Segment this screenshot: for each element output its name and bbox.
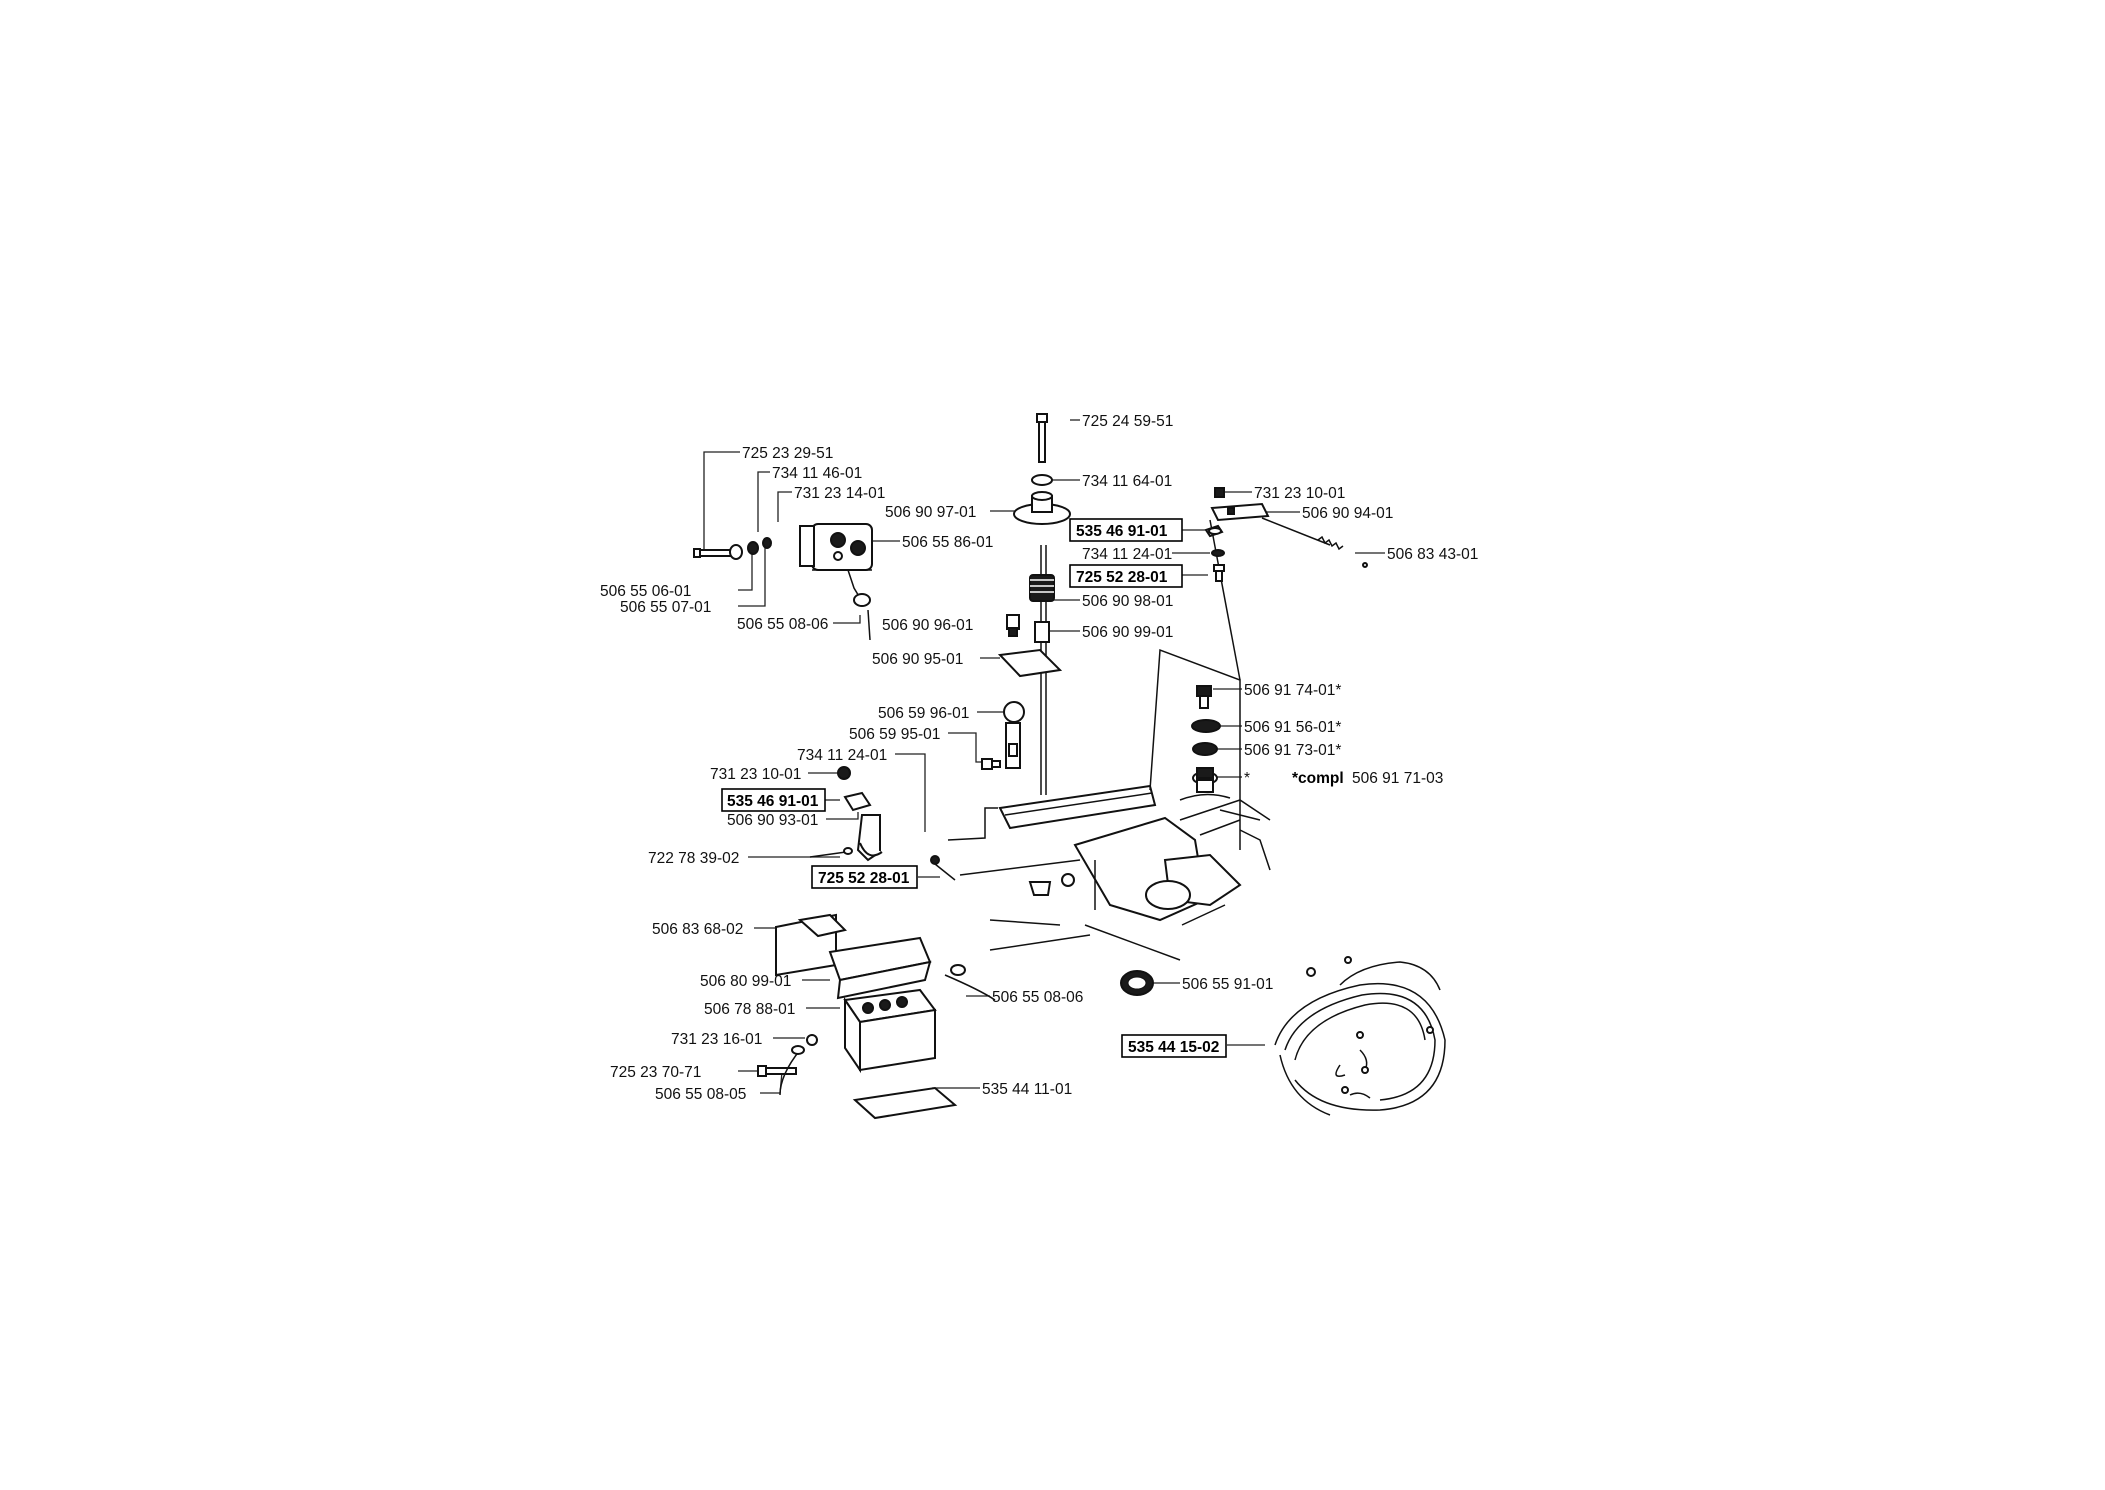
label-506-59-95-01: 506 59 95-01 — [849, 726, 940, 743]
label-506-90-93-01: 506 90 93-01 — [727, 812, 818, 829]
label-506-55-91-01: 506 55 91-01 — [1182, 976, 1273, 993]
battery-holder-icon — [775, 913, 847, 977]
ignition-switch-icon — [1192, 767, 1218, 793]
label-506-55-08-06-bottom: 506 55 08-06 — [992, 989, 1083, 1006]
lever-icon — [1005, 722, 1021, 769]
label-725-52-28-01-left: 725 52 28-01 — [818, 870, 910, 887]
battery-icon — [843, 988, 937, 1074]
washer-left-icon — [729, 544, 743, 560]
cable-positive-icon — [944, 964, 996, 1001]
label-506-78-88-01: 506 78 88-01 — [704, 1001, 795, 1018]
boxed-label-535-46-91-01-top — [1069, 518, 1183, 542]
nut-top-icon — [1204, 524, 1224, 538]
label-734-11-46-01: 734 11 46-01 — [772, 465, 862, 482]
nut-right-icon — [1214, 487, 1225, 498]
part-labels: 725 24 59-51 734 11 64-01 506 90 97-01 5… — [600, 413, 1478, 1103]
bracket-plate-icon — [997, 648, 1063, 678]
bracket-right-icon — [1210, 502, 1270, 522]
parts — [693, 413, 1446, 1120]
battery-mat-icon — [852, 1086, 958, 1120]
nut-small-left-icon — [762, 537, 772, 549]
label-731-23-16-01: 731 23 16-01 — [671, 1031, 762, 1048]
label-506-55-06-01: 506 55 06-01 — [600, 583, 691, 600]
label-506-83-43-01: 506 83 43-01 — [1387, 546, 1478, 563]
label-506-55-08-05: 506 55 08-05 — [655, 1086, 746, 1103]
spring-icon — [1029, 574, 1055, 602]
label-506-91-74-01: 506 91 74-01* — [1244, 682, 1341, 699]
solenoid-icon — [799, 523, 873, 641]
label-734-11-24-01-mid: 734 11 24-01 — [797, 747, 887, 764]
label-506-90-94-01: 506 90 94-01 — [1302, 505, 1393, 522]
label-731-23-10-01-right: 731 23 10-01 — [1254, 485, 1345, 502]
label-535-44-11-01: 535 44 11-01 — [982, 1081, 1072, 1098]
bolt-left-icon — [693, 548, 733, 558]
bracket-mid-icon — [843, 791, 872, 812]
boxed-label-725-52-28-01-left — [811, 865, 918, 889]
washer-small-left-icon — [747, 541, 759, 555]
chassis-frame — [947, 519, 1271, 961]
label-725-23-29-51: 725 23 29-51 — [742, 445, 833, 462]
label-722-78-39-02: 722 78 39-02 — [648, 850, 739, 867]
label-725-23-70-71: 725 23 70-71 — [610, 1064, 701, 1081]
washer-right-icon — [1211, 549, 1225, 557]
washer-top-icon — [1031, 474, 1053, 486]
label-asterisk: * — [1244, 770, 1250, 787]
screw-right-icon — [1213, 564, 1225, 582]
mount-plate-icon — [1013, 491, 1071, 525]
nut-battery-icon — [806, 1034, 818, 1046]
label-535-46-91-01-top: 535 46 91-01 — [1076, 523, 1168, 540]
boxed-label-535-44-15-02 — [1121, 1034, 1227, 1058]
label-725-52-28-01-top: 725 52 28-01 — [1076, 569, 1168, 586]
ring-icon — [1192, 742, 1218, 756]
grommet-icon — [1120, 970, 1154, 996]
cable-negative-icon — [779, 1045, 805, 1096]
boxed-label-535-46-91-01-left — [721, 788, 826, 812]
bushing-icon — [1034, 621, 1050, 643]
relay-bracket-icon — [1028, 873, 1075, 896]
knob-icon — [1003, 701, 1025, 723]
label-506-80-99-01: 506 80 99-01 — [700, 973, 791, 990]
label-506-55-86-01: 506 55 86-01 — [902, 534, 993, 551]
battery-cover-icon — [828, 936, 932, 1000]
label-731-23-14-01: 731 23 14-01 — [794, 485, 885, 502]
label-506-91-73-01: 506 91 73-01* — [1244, 742, 1341, 759]
label-734-11-64-01: 734 11 64-01 — [1082, 473, 1172, 490]
label-731-23-10-01-left: 731 23 10-01 — [710, 766, 801, 783]
label-506-55-07-01: 506 55 07-01 — [620, 599, 711, 616]
nut-ring-icon — [1191, 719, 1221, 733]
label-535-44-15-02: 535 44 15-02 — [1128, 1039, 1219, 1056]
nut-mid-icon — [837, 766, 851, 780]
screw-small-icon — [981, 758, 1001, 770]
clamp-icon — [856, 814, 883, 862]
wire-harness-icon — [1274, 956, 1446, 1116]
label-506-90-96-01: 506 90 96-01 — [882, 617, 973, 634]
label-535-46-91-01-left: 535 46 91-01 — [727, 793, 819, 810]
label-725-24-59-51: 725 24 59-51 — [1082, 413, 1173, 430]
label-506-91-56-01: 506 91 56-01* — [1244, 719, 1341, 736]
label-compl-prefix: *compl — [1292, 770, 1344, 787]
label-506-90-95-01: 506 90 95-01 — [872, 651, 963, 668]
spring-right-icon — [1261, 517, 1368, 568]
label-506-90-99-01: 506 90 99-01 — [1082, 624, 1173, 641]
boxed-label-725-52-28-01-top — [1069, 564, 1183, 588]
screw-mid-icon — [930, 855, 956, 881]
bushing-left-icon — [1006, 614, 1020, 637]
key-icon — [1196, 685, 1212, 709]
bolt-top-icon — [1036, 413, 1048, 463]
label-506-90-98-01: 506 90 98-01 — [1082, 593, 1173, 610]
label-506-55-08-06-top: 506 55 08-06 — [737, 616, 828, 633]
label-506-90-97-01: 506 90 97-01 — [885, 504, 976, 521]
label-506-83-68-02: 506 83 68-02 — [652, 921, 743, 938]
label-compl-number: 506 91 71-03 — [1352, 770, 1443, 787]
label-506-59-96-01: 506 59 96-01 — [878, 705, 969, 722]
label-734-11-24-01-top: 734 11 24-01 — [1082, 546, 1172, 563]
bolt-battery-icon — [757, 1065, 797, 1077]
cable-small-icon — [809, 847, 853, 858]
